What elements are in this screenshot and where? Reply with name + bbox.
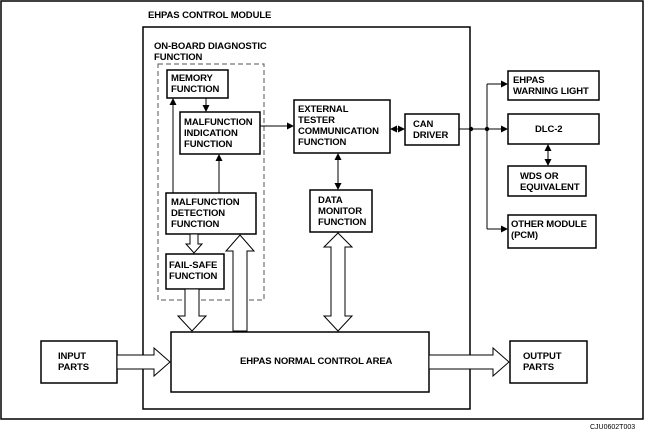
normal-control-label: EHPAS NORMAL CONTROL AREA xyxy=(240,356,393,367)
external-tester-label: EXTERNAL TESTER COMMUNICATION FUNCTION xyxy=(298,104,379,148)
data-monitor-label: DATA MONITOR FUNCTION xyxy=(318,195,367,228)
other-module-box xyxy=(507,214,597,249)
outer-frame xyxy=(0,0,644,420)
fail-safe-label: FAIL-SAFE FUNCTION xyxy=(169,260,218,282)
monitor-control-arrow xyxy=(322,232,354,332)
obd-dashed-box xyxy=(157,63,265,301)
can-driver-label: CAN DRIVER xyxy=(413,119,449,141)
malfunction-detection-box xyxy=(165,192,257,235)
warning-light-box xyxy=(507,70,600,101)
dlc2-label: DLC-2 xyxy=(535,124,563,135)
output-parts-label: OUTPUT PARTS xyxy=(523,351,562,373)
control-module-box xyxy=(142,26,471,410)
failsafe-to-control-arrow xyxy=(176,288,208,332)
module-title: EHPAS CONTROL MODULE xyxy=(148,10,272,21)
input-to-control-arrow xyxy=(116,346,171,378)
bus-junction-dot xyxy=(468,126,474,132)
memory-box xyxy=(166,69,229,99)
obd-title: ON-BOARD DIAGNOSTIC FUNCTION xyxy=(154,41,267,63)
output-parts-box xyxy=(509,340,588,384)
control-to-detection-arrow xyxy=(224,234,256,332)
detection-to-failsafe-arrow xyxy=(184,233,204,254)
memory-label: MEMORY FUNCTION xyxy=(171,73,220,95)
other-module-label: OTHER MODULE (PCM) xyxy=(511,219,587,241)
input-parts-label: INPUT PARTS xyxy=(58,351,89,373)
dlc2-box xyxy=(507,113,600,145)
warning-light-label: EHPAS WARNING LIGHT xyxy=(513,75,589,97)
figure-code: CJU0602T003 xyxy=(590,424,636,431)
control-to-output-arrow xyxy=(428,346,510,378)
malfunction-indication-label: MALFUNCTION INDICATION FUNCTION xyxy=(184,117,253,150)
wds-box xyxy=(507,165,587,197)
malfunction-detection-label: MALFUNCTION DETECTION FUNCTION xyxy=(171,197,240,230)
wds-label: WDS OR EQUIVALENT xyxy=(520,171,580,193)
data-monitor-box xyxy=(309,189,373,233)
